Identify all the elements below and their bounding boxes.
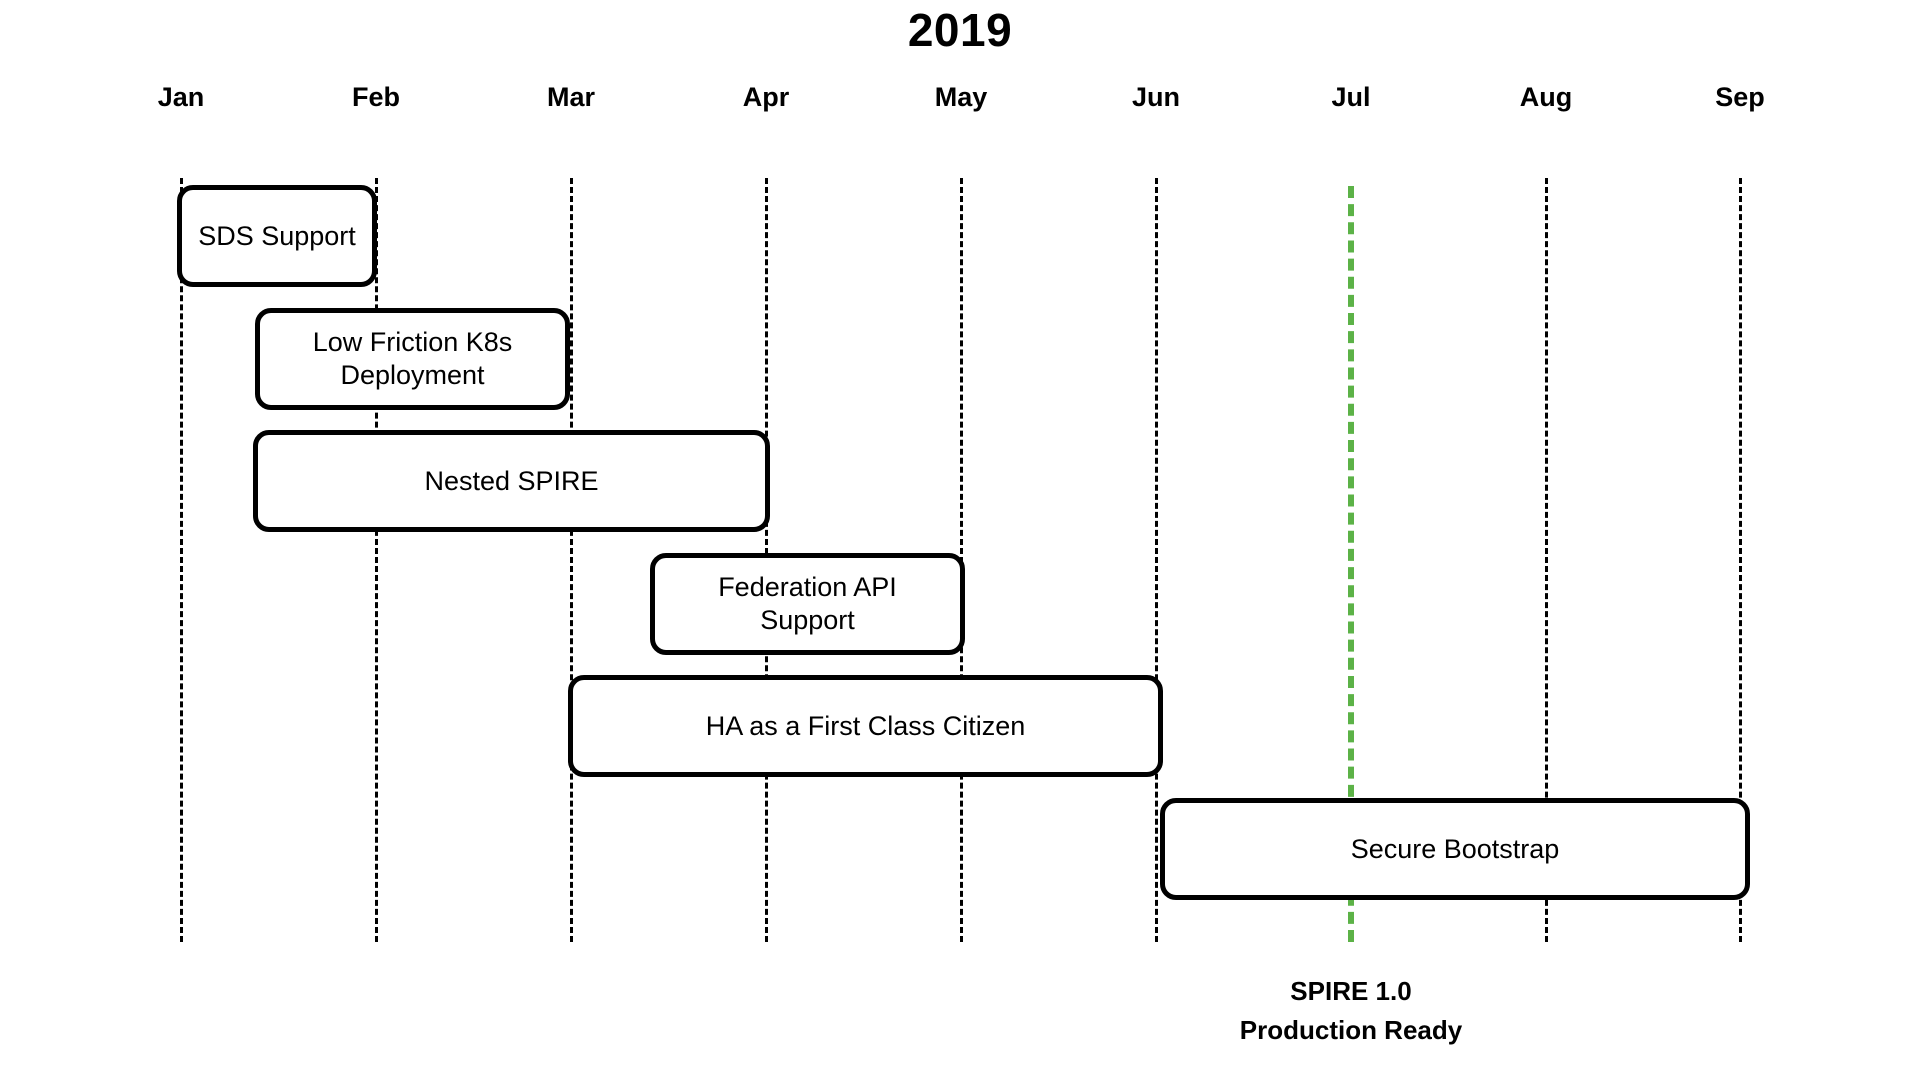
axis-label-apr: Apr (742, 82, 790, 112)
task-bar-ha-as-a-first-class-citizen[interactable]: HA as a First Class Citizen (568, 675, 1163, 777)
grid-line-jan (180, 178, 183, 942)
task-bar-nested-spire[interactable]: Nested SPIRE (253, 430, 770, 532)
grid-line-jun (1155, 178, 1158, 942)
axis-label-jul: Jul (1331, 82, 1371, 112)
axis-label-may: May (934, 82, 988, 112)
task-label: SDS Support (198, 220, 356, 251)
task-label: Secure Bootstrap (1350, 833, 1560, 864)
milestone-caption: SPIRE 1.0 Production Ready (1239, 976, 1463, 1045)
axis-label-jan: Jan (157, 82, 205, 112)
grid-line-sep (1739, 178, 1742, 942)
task-bar-federation-api-support[interactable]: Federation API Support (650, 553, 965, 655)
page-title: 2019 (907, 4, 1013, 56)
axis-label-sep: Sep (1715, 82, 1765, 112)
task-label: Nested SPIRE (424, 465, 599, 496)
axis-label-mar: Mar (546, 82, 595, 112)
grid-line-mar (570, 178, 573, 942)
grid-line-aug (1545, 178, 1548, 942)
task-label: HA as a First Class Citizen (705, 710, 1026, 741)
axis-label-jun: Jun (1131, 82, 1180, 112)
task-label: Low Friction K8s Deployment (312, 327, 513, 390)
task-bar-sds-support[interactable]: SDS Support (177, 185, 377, 287)
task-label: Federation API Support (718, 572, 897, 635)
grid-line-feb (375, 178, 378, 942)
grid-line-jul-milestone (1348, 186, 1354, 942)
task-bar-secure-bootstrap[interactable]: Secure Bootstrap (1160, 798, 1750, 900)
axis-label-feb: Feb (351, 82, 400, 112)
axis-label-aug: Aug (1519, 82, 1573, 112)
task-bar-low-friction-k8s-deployment[interactable]: Low Friction K8s Deployment (255, 308, 570, 410)
